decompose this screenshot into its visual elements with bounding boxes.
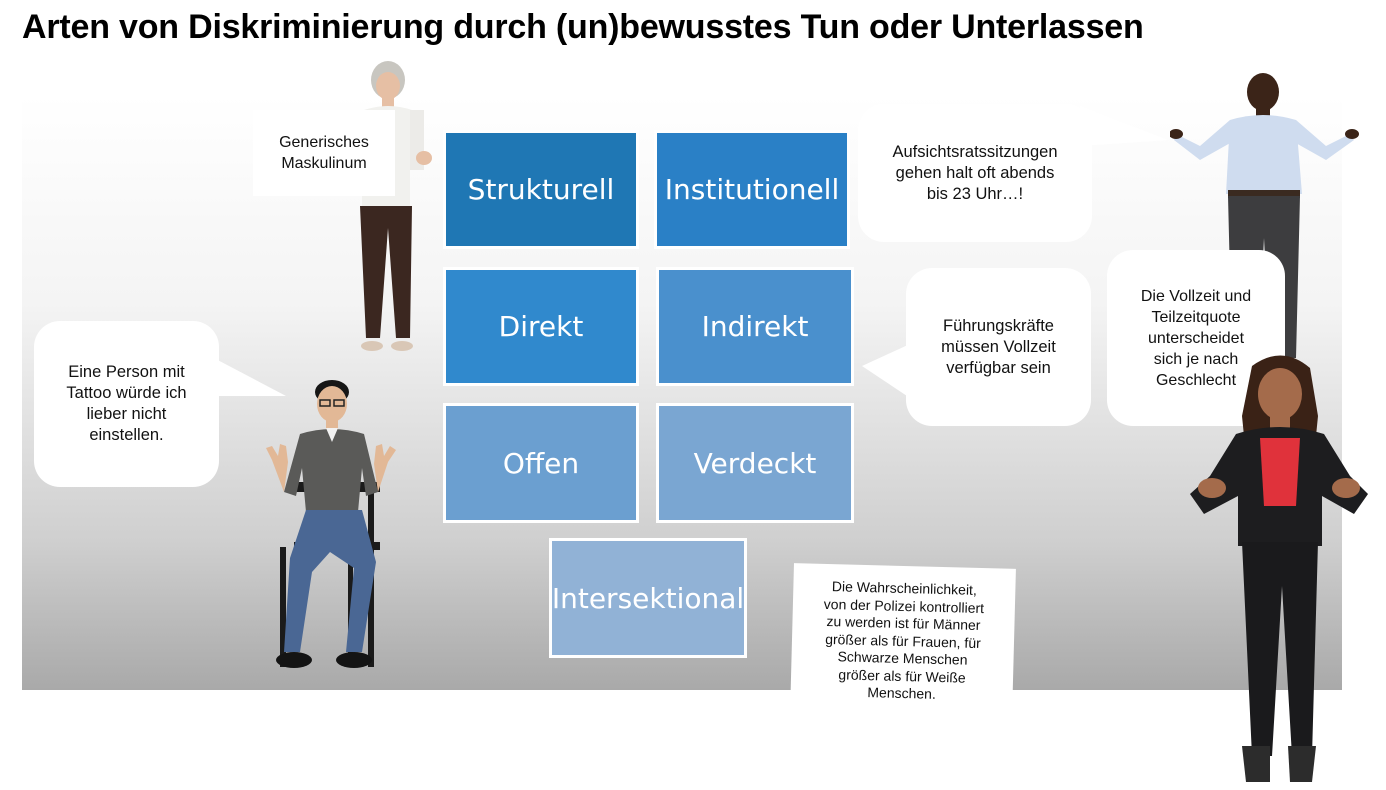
bubble-fuehrungskraefte-tail (862, 344, 910, 398)
person-sitting-man (266, 380, 396, 668)
bubble-vollzeit-teilzeit: Die Vollzeit und Teilzeitquote untersche… (1107, 250, 1285, 426)
tile-verdeckt: Verdeckt (656, 403, 854, 523)
tile-institutionell: Institutionell (654, 130, 850, 249)
bubble-tattoo-tail (210, 356, 286, 396)
bubble-generisches-maskulinum: Generisches Maskulinum (253, 110, 395, 196)
note-polizei: Die Wahrscheinlichkeit, von der Polizei … (790, 563, 1016, 719)
page-title: Arten von Diskriminierung durch (un)bewu… (22, 8, 1144, 46)
tile-direkt: Direkt (443, 267, 639, 386)
bubble-aufsichtsrat: Aufsichtsratssitzungen gehen halt oft ab… (858, 104, 1092, 242)
bubble-aufsichtsrat-tail (1080, 106, 1168, 146)
person-woman-hands-on-hips (1190, 355, 1368, 782)
person-older-woman (354, 61, 432, 351)
bubble-tattoo: Eine Person mit Tattoo würde ich lieber … (34, 321, 219, 487)
tile-intersektional: Intersektional (549, 538, 747, 658)
bubble-fuehrungskraefte: Führungskräfte müssen Vollzeit verfügbar… (906, 268, 1091, 426)
tile-indirekt: Indirekt (656, 267, 854, 386)
tile-strukturell: Strukturell (443, 130, 639, 249)
tile-offen: Offen (443, 403, 639, 523)
